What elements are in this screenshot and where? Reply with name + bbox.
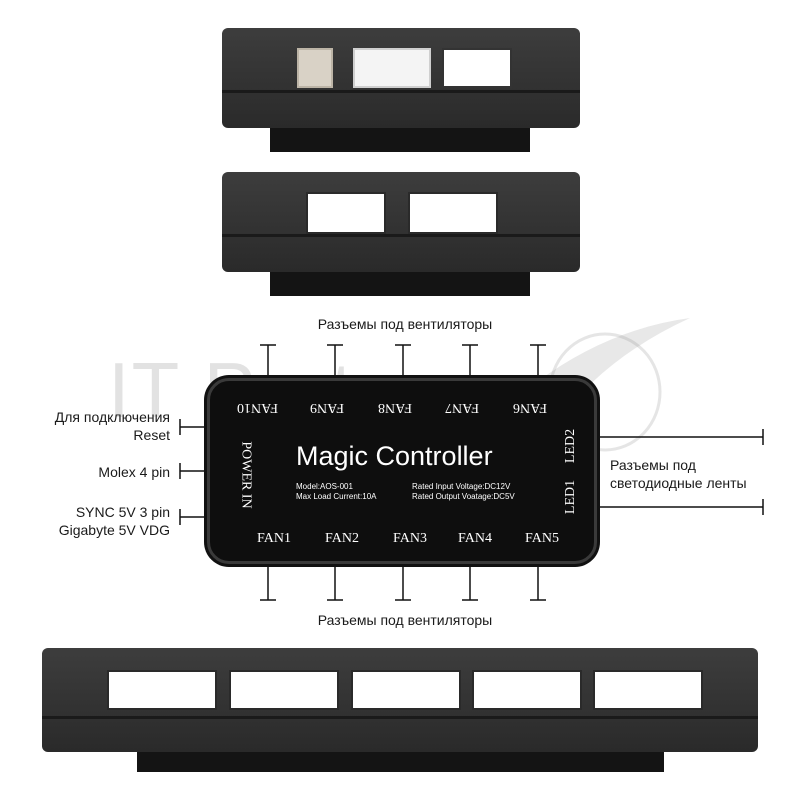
model-text: Model:AOS-001 [296,482,353,491]
fan6-label: FAN6 [513,400,547,415]
fan8-label: FAN8 [378,400,412,415]
molex-connector [353,48,431,88]
sync-label-line1: SYNC 5V 3 pin [75,504,170,520]
fans-top-label: Разъемы под вентиляторы [317,316,493,332]
device-top-view-power [222,28,580,152]
fan-port-3 [351,670,461,710]
max-load-text: Max Load Current:10A [296,492,377,501]
power-in-label: POWER IN [238,441,254,509]
sync-label-line2: Gigabyte 5V VDG [58,522,170,538]
fan4-label: FAN4 [458,531,492,546]
fan5-label: FAN5 [525,531,559,546]
fan-port-4 [472,670,582,710]
led-port-2 [408,192,498,234]
led-label-line2: светодиодные ленты [610,475,747,491]
led-port-1 [306,192,386,234]
device-top-view-led [222,172,580,296]
reset-label-line1: Для подключения [54,409,170,425]
board-title: Magic Controller [296,441,493,471]
fan7-label: FAN7 [445,400,479,415]
fans-bottom-label: Разъемы под вентиляторы [317,612,493,628]
rated-output-text: Rated Output Voatage:DC5V [412,492,515,501]
fan3-label: FAN3 [393,531,427,546]
fan-port-2 [229,670,339,710]
reset-connector [297,48,333,88]
fan-port-1 [107,670,217,710]
led-label-line1: Разъемы под [610,457,696,473]
fan9-label: FAN9 [310,400,344,415]
reset-label-line2: Reset [133,427,170,443]
fan10-label: FAN10 [237,400,278,415]
fan-port-5 [593,670,703,710]
fan2-label: FAN2 [325,531,359,546]
controller-board: FAN10 FAN9 FAN8 FAN7 FAN6 POWER IN LED2 … [207,378,597,564]
molex-label: Molex 4 pin [98,464,170,480]
led1-label: LED1 [563,479,579,515]
device-front-view-fans [42,648,758,772]
rated-input-text: Rated Input Voltage:DC12V [412,482,511,491]
fan1-label: FAN1 [257,531,291,546]
led2-label: LED2 [563,428,579,464]
sync-connector [442,48,512,88]
